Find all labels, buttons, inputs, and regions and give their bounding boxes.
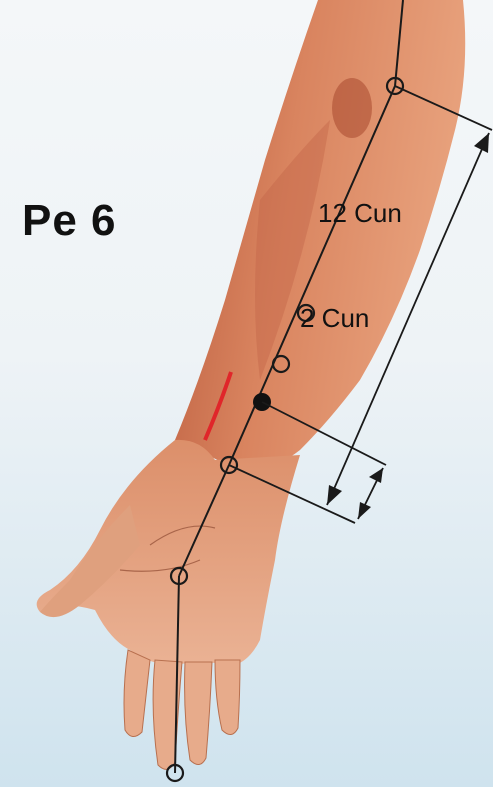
measurement-label-2-cun: 2 Cun	[300, 303, 369, 334]
arrowhead	[358, 502, 371, 519]
elbow-crease	[332, 78, 372, 138]
hand-shape	[37, 440, 300, 665]
fingers	[124, 650, 240, 769]
point-title: Pe 6	[22, 196, 117, 246]
measurement-label-12-cun: 12 Cun	[318, 198, 402, 229]
forearm-shape	[175, 0, 465, 470]
arrowhead	[327, 485, 342, 505]
